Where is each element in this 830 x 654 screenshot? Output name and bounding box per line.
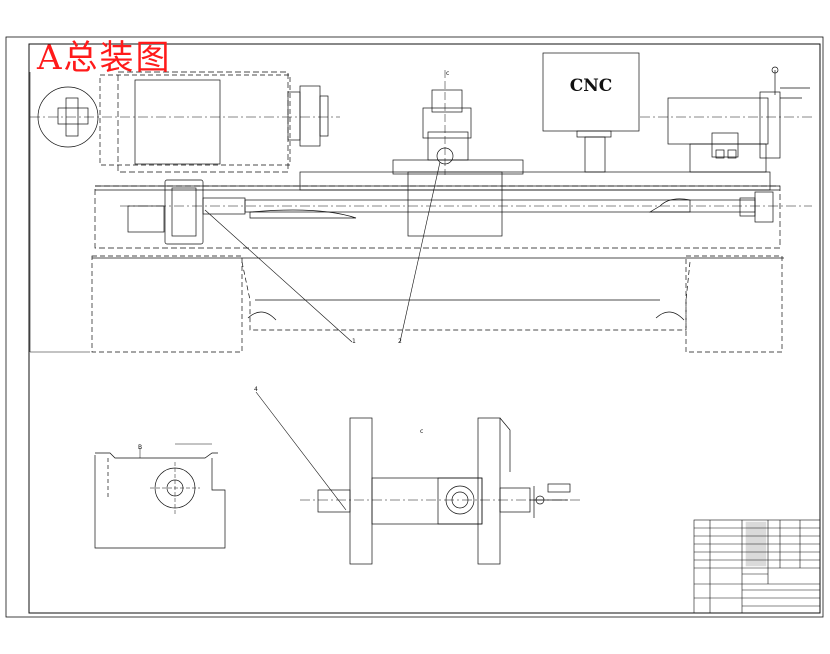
section-c-view-label: c [420,428,424,435]
lathe-bed [91,171,784,353]
leader-label-1: 1 [352,338,356,345]
leader-line-1 [204,209,353,343]
section-c-marker: c [446,70,450,77]
carriage [392,70,524,237]
drawing-title: A总装图 [37,38,172,78]
cnc-label: CNC [569,76,613,96]
section-view-b [94,443,226,549]
section-view-c [300,417,580,565]
headstock [37,71,329,173]
inner-border [28,43,821,614]
title-block [693,519,821,614]
cnc-unit [542,52,640,173]
tailstock [667,66,810,173]
outer-border [5,36,824,618]
dim-label-b: B [138,444,143,451]
leader-label-2: 2 [398,338,402,345]
leader-line-4 [255,391,347,511]
leader-label-4: 4 [254,386,258,393]
leader-line-2 [399,161,441,343]
ball-screw [127,179,774,245]
